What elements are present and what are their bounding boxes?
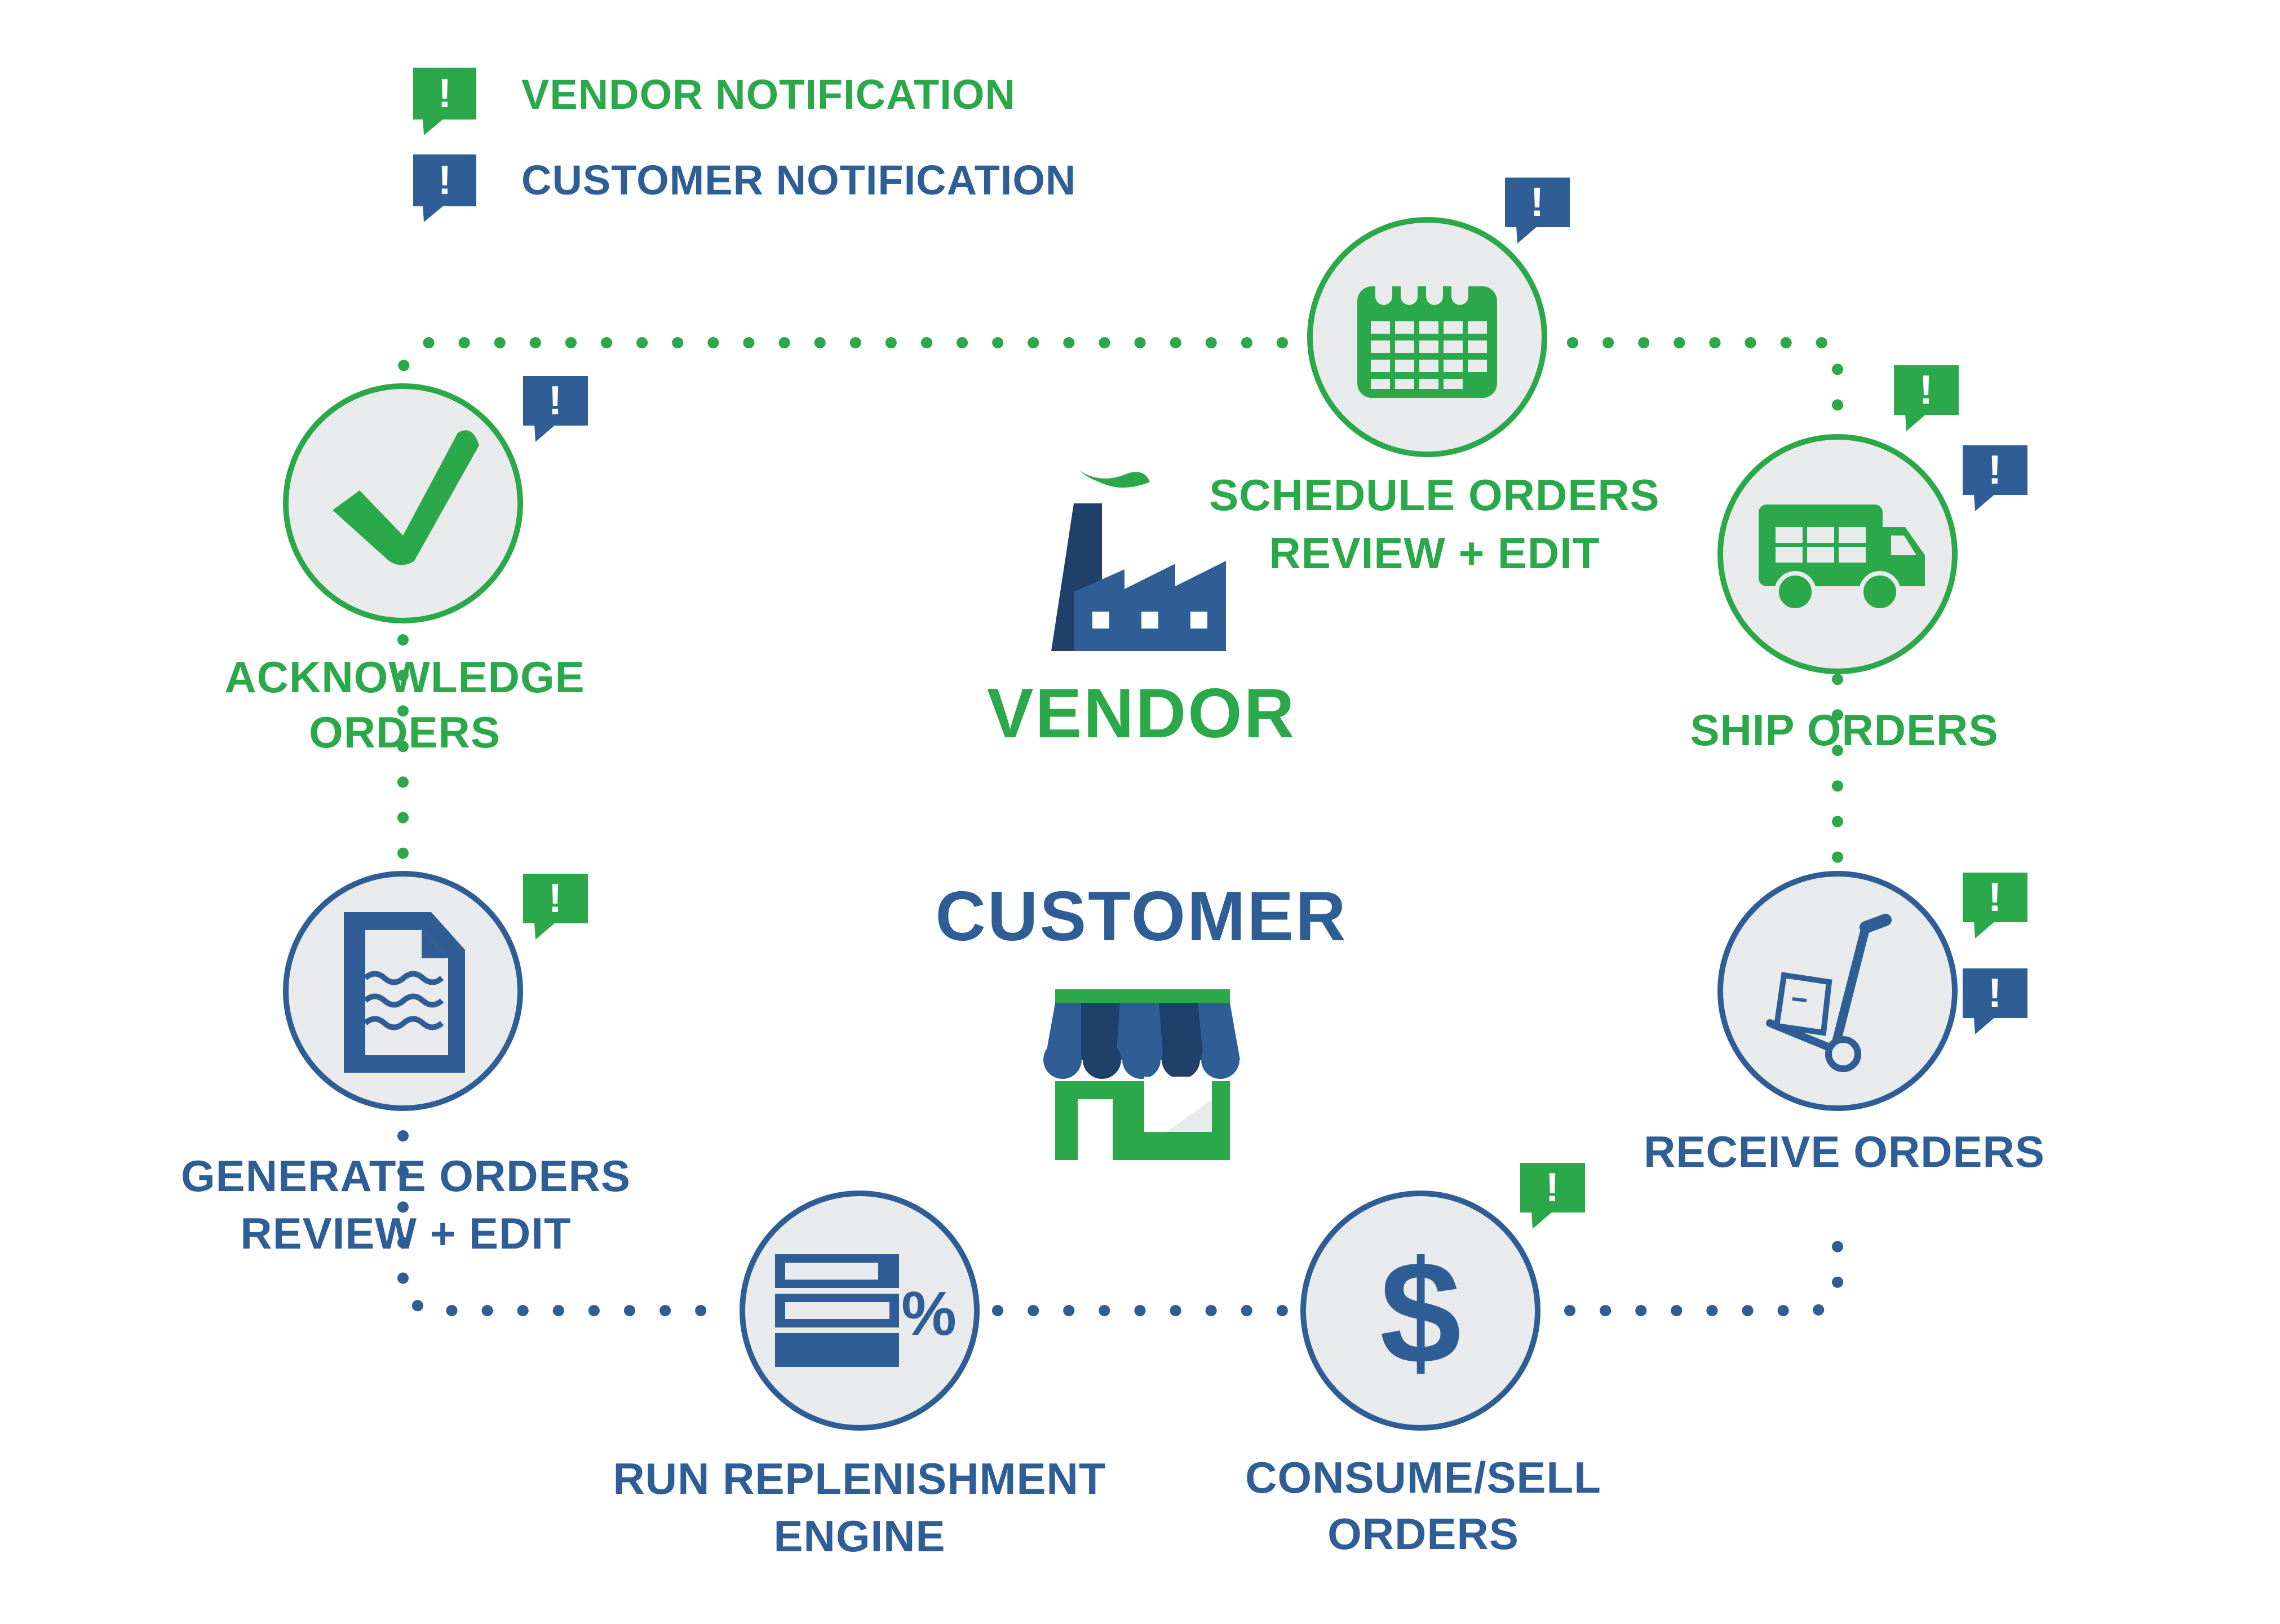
document-icon [344,912,465,1073]
step-run-replenishment-engine: % RUN REPLENISHMENT ENGINE [613,1191,1106,1561]
schedule-label-line1: SCHEDULE ORDERS [1209,470,1659,520]
hand-truck-icon [1766,914,1892,1072]
svg-text:%: % [901,1279,957,1348]
acknowledge-circle [283,383,523,623]
svg-text:!: ! [1919,368,1933,413]
consume-label-line2: ORDERS [1327,1509,1519,1559]
customer-title: CUSTOMER [935,878,1347,955]
generate-label-line2: REVIEW + EDIT [240,1209,571,1258]
svg-text:!: ! [1546,1165,1559,1210]
calendar-icon [1357,279,1497,398]
ship-vendor-notification-badge: ! [1894,365,1959,431]
svg-text:!: ! [1530,180,1544,225]
replenishment-chart-icon: % [775,1254,957,1367]
legend-vendor-label: VENDOR NOTIFICATION [521,71,1016,118]
factory-icon [1051,471,1226,651]
legend: ! VENDOR NOTIFICATION ! CUSTOMER NOTIFIC… [413,68,1076,222]
step-receive-orders: ! ! RECEIVE ORDERS [1644,871,2045,1176]
schedule-label-line2: REVIEW + EDIT [1269,528,1600,578]
acknowledge-label-line2: ORDERS [309,707,501,757]
checkmark-icon [333,430,479,565]
svg-text:!: ! [1988,971,2002,1016]
svg-text:!: ! [1988,448,2002,493]
legend-vendor-badge: ! [413,68,476,135]
ship-label: SHIP ORDERS [1690,705,1998,755]
connector-customer-path [397,1130,1843,1316]
legend-customer-label: CUSTOMER NOTIFICATION [521,157,1076,203]
svg-text:!: ! [548,876,562,921]
storefront-icon [1043,989,1240,1160]
receive-vendor-notification-badge: ! [1963,873,2027,939]
truck-icon [1759,505,1925,613]
consume-circle [1300,1191,1540,1431]
vendor-title: VENDOR [987,675,1296,753]
consume-vendor-notification-badge: ! [1520,1163,1585,1229]
step-consume-sell-orders: $ ! CONSUME/SELL ORDERS [1245,1163,1601,1559]
schedule-customer-notification-badge: ! [1505,178,1570,244]
dollar-icon: $ [1380,1231,1462,1395]
receive-customer-notification-badge: ! [1963,968,2027,1034]
svg-text:!: ! [438,71,451,116]
svg-text:!: ! [1988,875,2002,920]
step-schedule-orders: ! SCHEDULE ORDERS REVIEW + EDIT [1209,178,1659,578]
receive-circle [1717,871,1958,1111]
generate-label-line1: GENERATE ORDERS [181,1151,631,1201]
receive-label: RECEIVE ORDERS [1644,1127,2045,1176]
ship-customer-notification-badge: ! [1963,445,2027,511]
svg-text:!: ! [438,158,451,203]
step-ship-orders: ! ! SHIP ORDERS [1690,365,2027,755]
legend-customer-badge: ! [413,154,476,222]
svg-text:!: ! [548,378,562,423]
acknowledge-customer-notification-badge: ! [523,376,588,442]
connector-vendor-path [397,337,1843,868]
generate-vendor-notification-badge: ! [523,874,588,940]
replenish-label-line2: ENGINE [773,1511,945,1561]
step-generate-orders: ! GENERATE ORDERS REVIEW + EDIT [181,871,631,1258]
step-acknowledge-orders: ! ACKNOWLEDGE ORDERS [224,376,588,757]
acknowledge-label-line1: ACKNOWLEDGE [224,652,585,702]
replenish-label-line1: RUN REPLENISHMENT [613,1454,1106,1503]
consume-label-line1: CONSUME/SELL [1245,1453,1601,1502]
